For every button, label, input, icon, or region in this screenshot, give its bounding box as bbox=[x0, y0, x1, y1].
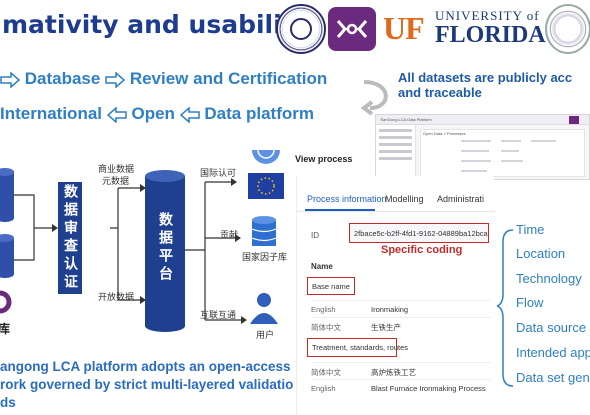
attribute-intended-app: Intended app bbox=[516, 345, 590, 360]
data-platform-label: 数据平台 bbox=[157, 212, 173, 284]
platform-diagram: 库 数据审查认证 数据平台 商业数据 元数据 开放数据 国际认可 贡献 国家因子… bbox=[0, 150, 300, 350]
platform-caption: angong LCA platform adopts an open-acces… bbox=[0, 359, 294, 410]
thumb-sidebar bbox=[376, 125, 416, 179]
user-label: 用户 bbox=[256, 331, 275, 341]
flow-step-international: International bbox=[0, 104, 103, 123]
table-row: 简体中文高炉炼铁工艺 bbox=[311, 362, 491, 378]
flow-step-database: Database bbox=[24, 69, 101, 88]
open-data-label: 开放数据 bbox=[98, 293, 135, 303]
attribute-flow: Flow bbox=[516, 295, 544, 310]
process-flow-row-2: International Open Data platform bbox=[0, 104, 314, 124]
tab-divider bbox=[297, 211, 495, 212]
flow-step-review: Review and Certification bbox=[129, 69, 328, 88]
treatment-label: Treatment, standards, routes bbox=[307, 338, 408, 357]
id-label: ID bbox=[311, 231, 319, 240]
specific-coding-annotation: Specific coding bbox=[381, 244, 463, 256]
curved-arrow-icon bbox=[360, 80, 388, 116]
university-seal-logo-2 bbox=[545, 4, 590, 54]
slide-title: mativity and usability bbox=[2, 10, 310, 39]
interconnect-label: 互联互通 bbox=[200, 311, 237, 321]
un-emblem-icon bbox=[252, 150, 280, 164]
attribute-location: Location bbox=[516, 246, 566, 261]
attribute-data-set-gen: Data set gen bbox=[516, 370, 590, 385]
factor-database-icon bbox=[251, 216, 277, 246]
database-cylinder-icon bbox=[0, 168, 14, 222]
attribute-bracket-icon bbox=[497, 229, 514, 387]
left-db-label: 库 bbox=[0, 322, 11, 336]
business-data-label: 商业数据 bbox=[98, 165, 135, 175]
database-cylinder-icon bbox=[0, 234, 14, 278]
thumb-app-title: TianGong LCA Data Platform bbox=[376, 115, 589, 125]
partial-logo-icon bbox=[0, 290, 12, 314]
view-process-title: View process bbox=[295, 154, 353, 164]
process-flow-row-1: Database Review and Certification bbox=[0, 69, 327, 89]
thumb-main: Open Data > Processes bbox=[420, 129, 585, 177]
tab-modelling[interactable]: Modelling bbox=[385, 194, 424, 204]
flow-step-data-platform: Data platform bbox=[204, 104, 314, 123]
base-name-label: Base name bbox=[307, 277, 355, 295]
data-platform-cylinder-icon bbox=[145, 170, 185, 332]
flow-step-open: Open bbox=[131, 104, 175, 123]
platform-logo bbox=[328, 7, 376, 51]
table-row: 简体中文生铁生产 bbox=[311, 317, 491, 333]
thumb-logo-icon bbox=[569, 116, 579, 124]
active-tab-underline bbox=[305, 209, 375, 211]
university-seal-logo bbox=[276, 4, 326, 54]
eu-flag-icon bbox=[248, 173, 284, 199]
diagram-graphics bbox=[0, 150, 284, 332]
data-review-box: 数据审查认证 bbox=[58, 182, 82, 294]
uf-logo-letters: UF bbox=[383, 10, 425, 46]
right-arrow-icon bbox=[105, 71, 126, 88]
attribute-data-source: Data source bbox=[516, 320, 587, 335]
public-note: All datasets are publicly acc and tracea… bbox=[398, 70, 573, 100]
id-value-field: 2fbace5c-b2ff-4fd1-9162-04889ba12bca bbox=[349, 223, 489, 243]
attribute-time: Time bbox=[516, 222, 545, 237]
tab-administration[interactable]: Administrati bbox=[437, 194, 485, 204]
process-detail-panel: Process information Modelling Administra… bbox=[296, 176, 495, 415]
contribute-label: 贡献 bbox=[220, 231, 239, 241]
name-label: Name bbox=[311, 262, 333, 271]
right-arrow-icon bbox=[0, 71, 20, 88]
left-arrow-icon bbox=[179, 106, 200, 123]
uf-logo-name: UNIVERSITY of FLORIDA bbox=[435, 8, 546, 48]
left-arrow-icon bbox=[106, 106, 127, 123]
platform-screenshot-thumbnail: TianGong LCA Data Platform Open Data > P… bbox=[375, 114, 590, 180]
metadata-label: 元数据 bbox=[102, 177, 130, 187]
national-factor-db-label: 国家因子库 bbox=[242, 253, 288, 263]
intl-recognition-label: 国际认可 bbox=[200, 169, 237, 179]
attribute-technology: Technology bbox=[516, 271, 582, 286]
tab-process-information[interactable]: Process information bbox=[307, 194, 387, 204]
user-icon bbox=[250, 293, 278, 324]
